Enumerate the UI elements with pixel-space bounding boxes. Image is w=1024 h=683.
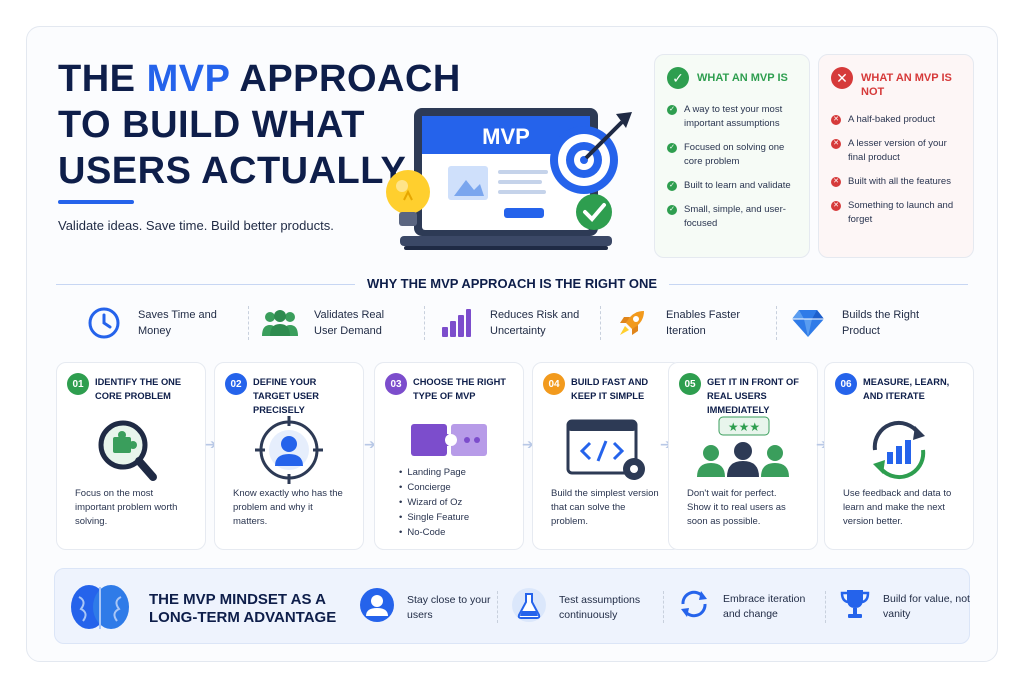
step-description: Use feedback and data to learn and make …	[843, 488, 952, 527]
benefit-item: Builds the Right Product	[776, 300, 958, 346]
check-icon: ✓	[667, 67, 689, 89]
check-icon: ✓	[667, 205, 677, 215]
list-item: Wizard of Oz	[399, 495, 513, 510]
list-item: ✕A lesser version of your final product	[831, 137, 961, 165]
list-item: ✓Small, simple, and user-focused	[667, 203, 797, 231]
step-title: BUILD FAST AND KEEP IT SIMPLE	[571, 377, 649, 401]
mindset-item: Stay close to your users	[359, 587, 505, 628]
mvp-types-list: Landing Page Concierge Wizard of Oz Sing…	[385, 465, 513, 540]
step-description: Know exactly who has the problem and why…	[233, 488, 343, 527]
title-underline	[58, 200, 134, 204]
check-icon: ✓	[667, 181, 677, 191]
x-icon: ✕	[831, 115, 841, 125]
step-number: 06	[835, 373, 857, 395]
step-title: CHOOSE THE RIGHT TYPE OF MVP	[413, 377, 506, 401]
list-item: ✓Built to learn and validate	[667, 179, 797, 193]
step-description: Build the simplest version that can solv…	[551, 488, 659, 527]
list-item: Concierge	[399, 480, 513, 495]
chevron-right-icon: ➔	[364, 436, 376, 452]
list-item: ✕A half-baked product	[831, 113, 961, 127]
main-title: THE MVP APPROACH TO BUILD WHAT USERS ACT…	[58, 58, 531, 192]
benefit-item: Enables Faster Iteration	[600, 300, 782, 346]
x-icon: ✕	[831, 67, 853, 89]
chevron-right-icon: ➔	[205, 436, 217, 452]
screen-label: MVP	[482, 124, 530, 149]
check-badge-icon	[576, 194, 612, 230]
step-card-3: 03 CHOOSE THE RIGHT TYPE OF MVP Landing …	[374, 362, 524, 550]
lightbulb-icon	[386, 170, 430, 226]
step-number: 01	[67, 373, 89, 395]
step-title: DEFINE YOUR TARGET USER PRECISELY	[253, 377, 319, 415]
step-number: 03	[385, 373, 407, 395]
mindset-item: Build for value, not vanity	[839, 587, 981, 626]
code-window-gear-icon	[543, 413, 671, 487]
divider	[825, 591, 826, 623]
list-item: ✓A way to test your most important assum…	[667, 103, 797, 131]
what-mvp-is-card: ✓ WHAT AN MVP IS ✓A way to test your mos…	[654, 54, 810, 258]
chevron-right-icon: ➔	[522, 436, 534, 452]
why-heading: WHY THE MVP APPROACH IS THE RIGHT ONE	[0, 276, 1024, 291]
list-item: No-Code	[399, 525, 513, 540]
benefit-item: Saves Time and Money	[78, 300, 254, 346]
divider	[663, 591, 664, 623]
step-description: Don't wait for perfect. Show it to real …	[687, 488, 786, 527]
bar-chart-icon	[436, 303, 476, 343]
mindset-item: Test assumptions continuously	[511, 587, 657, 628]
list-item: ✕Something to launch and forget	[831, 199, 961, 227]
step-number: 02	[225, 373, 247, 395]
x-icon: ✕	[831, 177, 841, 187]
mindset-banner: THE MVP MINDSET AS A LONG-TERM ADVANTAGE…	[54, 568, 970, 644]
flask-icon	[511, 587, 547, 628]
laptop-mvp-illustration: MVP	[386, 108, 632, 250]
target-icon	[550, 112, 632, 194]
benefit-item: Reduces Risk and Uncertainty	[424, 300, 606, 346]
svg-text:★★★: ★★★	[728, 420, 760, 434]
x-icon: ✕	[831, 201, 841, 211]
step-card-6: 06 MEASURE, LEARN, AND ITERATE Use feedb…	[824, 362, 974, 550]
card-heading: WHAT AN MVP IS	[697, 72, 788, 84]
x-icon: ✕	[831, 139, 841, 149]
cycle-chart-icon	[835, 413, 963, 487]
target-user-icon	[225, 413, 353, 487]
step-number: 04	[543, 373, 565, 395]
user-circle-icon	[359, 587, 395, 628]
banner-title: THE MVP MINDSET AS A LONG-TERM ADVANTAGE	[149, 591, 337, 626]
step-card-4: 04 BUILD FAST AND KEEP IT SIMPLE Build t…	[532, 362, 682, 550]
step-title: MEASURE, LEARN, AND ITERATE	[863, 377, 950, 401]
list-item: ✓Focused on solving one core problem	[667, 141, 797, 169]
step-card-5: 05 GET IT IN FRONT OF REAL USERS IMMEDIA…	[668, 362, 818, 550]
list-item: ✕Built with all the features	[831, 175, 961, 189]
mindset-item: Embrace iteration and change	[677, 587, 821, 626]
step-number: 05	[679, 373, 701, 395]
divider	[497, 591, 498, 623]
step-card-1: 01 IDENTIFY THE ONE CORE PROBLEM Focus o…	[56, 362, 206, 550]
users-rating-icon: ★★★	[679, 413, 807, 487]
benefit-item: Validates Real User Demand	[248, 300, 430, 346]
puzzle-pieces-icon	[385, 413, 513, 467]
chevron-right-icon: ➔	[660, 436, 672, 452]
benefits-row: Saves Time and Money Validates Real User…	[78, 300, 958, 346]
users-icon	[260, 303, 300, 343]
clock-icon	[84, 303, 124, 343]
step-card-2: 02 DEFINE YOUR TARGET USER PRECISELY Kno…	[214, 362, 364, 550]
step-title: GET IT IN FRONT OF REAL USERS IMMEDIATEL…	[707, 377, 799, 415]
step-title: IDENTIFY THE ONE CORE PROBLEM	[95, 377, 182, 401]
rocket-icon	[612, 303, 652, 343]
brain-icon	[69, 579, 131, 640]
refresh-icon	[677, 587, 711, 626]
list-item: Single Feature	[399, 510, 513, 525]
what-mvp-is-not-card: ✕ WHAT AN MVP IS NOT ✕A half-baked produ…	[818, 54, 974, 258]
diamond-icon	[788, 303, 828, 343]
trophy-icon	[839, 587, 871, 626]
puzzle-magnifier-icon	[67, 413, 195, 487]
list-item: Landing Page	[399, 465, 513, 480]
step-description: Focus on the most important problem wort…	[75, 488, 178, 527]
tagline: Validate ideas. Save time. Build better …	[58, 218, 334, 233]
chevron-right-icon: ➔	[816, 436, 828, 452]
check-icon: ✓	[667, 143, 677, 153]
card-heading: WHAT AN MVP IS NOT	[861, 72, 952, 98]
check-icon: ✓	[667, 105, 677, 115]
